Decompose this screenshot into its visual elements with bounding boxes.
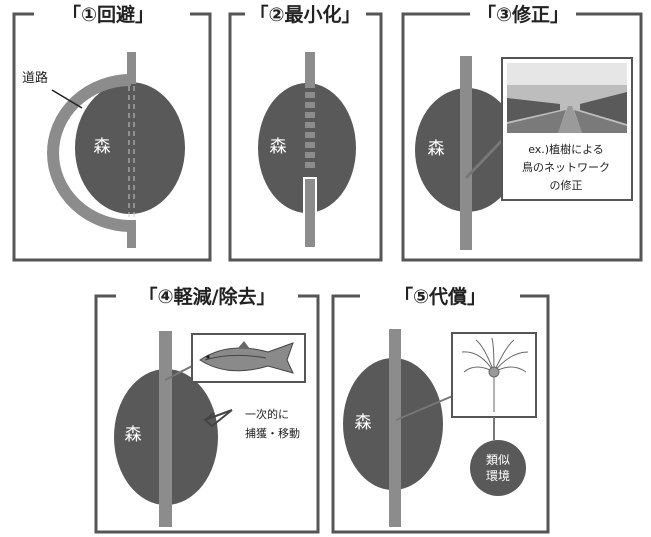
panel-title: 「②最小化」 (249, 3, 360, 26)
spider-lily-illustration (461, 337, 529, 412)
caption-line: の修正 (550, 178, 583, 192)
road-label: 道路 (22, 70, 48, 86)
circle-label: 環境 (486, 468, 510, 483)
dashed-road-section (305, 92, 315, 168)
forest-label: 森 (355, 413, 372, 433)
panel-frame (94, 294, 320, 534)
panel-title: 「⑤代償」 (394, 285, 486, 308)
caption-line: 鳥のネットワーク (522, 160, 610, 174)
salmon-illustration (199, 341, 294, 374)
road-label-leader (51, 89, 83, 109)
forest-ellipse (75, 82, 185, 214)
panel-reduction: 「④軽減/除去」 森 一次的に 捕獲・移動 (94, 285, 320, 534)
forest-label: 森 (94, 137, 111, 157)
panel-rectification: 「③修正」 森 ex.)植樹による 鳥のネットワーク の修正 (401, 3, 643, 262)
pointer-line (395, 394, 456, 421)
road-segment-bottom (127, 220, 136, 248)
tree-lined-road-photo (507, 63, 627, 133)
caption-line: 捕獲・移動 (245, 426, 300, 440)
circle-label: 類似 (486, 453, 510, 467)
forest-label: 森 (428, 139, 445, 159)
caption-line: ex.)植樹による (528, 142, 604, 156)
road (460, 56, 472, 250)
forest-label: 森 (270, 137, 287, 157)
road (159, 331, 172, 527)
similar-environment-circle (470, 440, 526, 496)
caption-line: 一次的に (245, 407, 289, 421)
move-arrow (203, 409, 233, 428)
detour-road (47, 74, 132, 232)
forest-label: 森 (125, 425, 142, 445)
road (389, 329, 401, 527)
panel-frame (401, 12, 643, 262)
panel-title: 「④軽減/除去」 (138, 285, 275, 308)
pointer-line (164, 363, 197, 381)
road-segment-top (305, 52, 315, 88)
panel-frame (12, 12, 212, 262)
panel-title: 「①回避」 (62, 3, 154, 26)
panel-minimization: 「②最小化」 森 (228, 3, 383, 262)
panel-compensation: 「⑤代償」 森 類似 環境 (331, 285, 550, 534)
panel-avoidance: 「①回避」 森 道路 (12, 3, 212, 262)
panel-title: 「③修正」 (477, 3, 569, 26)
road-segment-bottom (303, 177, 317, 249)
road-segment-top (127, 52, 136, 84)
panel-frame (331, 294, 550, 534)
panel-frame (228, 12, 383, 262)
